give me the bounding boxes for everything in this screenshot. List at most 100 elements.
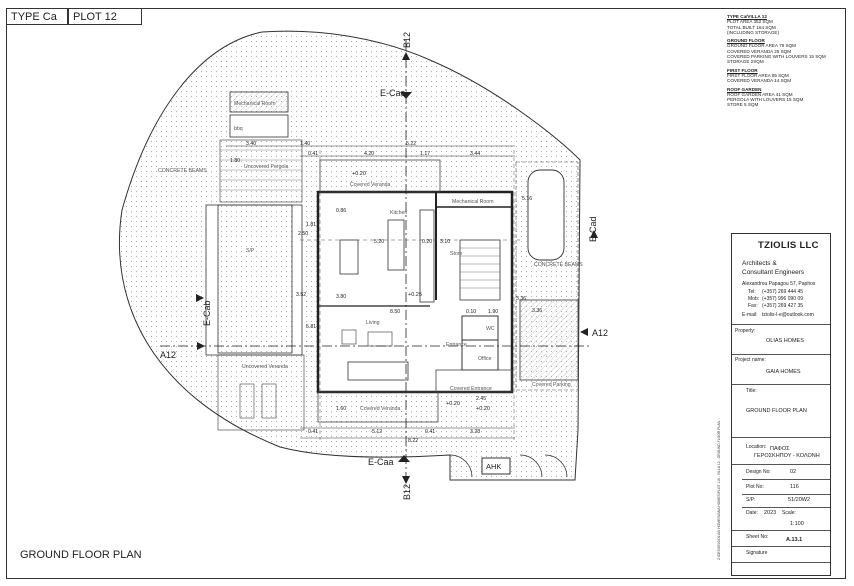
room-label: Store	[450, 251, 463, 257]
signature-label: Signature	[746, 550, 768, 556]
dimension: 1.90	[488, 309, 498, 315]
room-label: CONCRETE BEAMS	[158, 168, 207, 174]
dimension: 1.40	[300, 141, 310, 147]
room-label: Uncovered Veranda	[242, 364, 288, 370]
section-marker: A12	[160, 350, 176, 360]
location-line2: ΓΕΡΟΣΚΗΠΟΥ - ΚΟΛΟΝΗ	[754, 453, 820, 459]
room-label: Mechanical Room	[452, 199, 494, 205]
parking-zone	[515, 161, 579, 391]
pergola	[219, 139, 303, 203]
dimension: 5.20	[374, 239, 384, 245]
contact-key: Mob:	[748, 296, 760, 302]
area-summary: TYPE Ca/VILLA 12 PLOT AREA 352 SQM TOTAL…	[727, 14, 845, 108]
firm-subtitle: Consultant Engineers	[742, 269, 805, 276]
room-label: Uncovered Pergola	[244, 164, 289, 170]
contact-key: Tel:	[748, 289, 756, 295]
kitchen-counter	[419, 209, 435, 303]
scale-label: Scale:	[782, 510, 796, 516]
location-label: Location:	[746, 444, 767, 450]
dimension: 2.50	[298, 231, 308, 237]
drawing-title: GROUND FLOOR PLAN	[20, 549, 142, 561]
house-outline	[316, 190, 514, 394]
contact-value: (+357) 269 444 45	[762, 289, 804, 295]
property-value: OLIAS HOMES	[766, 338, 804, 344]
summary-line: ROOF GARDEN AREA 41 SQM	[727, 91, 793, 97]
summary-heading: GROUND FLOOR	[727, 38, 765, 44]
dimension: 3.80	[336, 294, 346, 300]
summary-line: FIRST FLOOR AREA 85 SQM	[727, 72, 789, 78]
drawing-frame	[6, 8, 846, 579]
room-label: Mechanical Room	[234, 101, 276, 107]
project-label: Project name:	[735, 357, 766, 363]
covered-veranda-top	[319, 159, 441, 193]
sofa	[347, 361, 409, 381]
section-marker: A12	[592, 328, 608, 338]
elevation-marker: E-Cab	[202, 300, 212, 326]
bbq	[229, 114, 289, 138]
dimension: 5.12	[372, 429, 382, 435]
file-path-note: Z:\DESIGNS\OLIAS HOMES\GAIA HOMES\PLOT 1…	[717, 420, 721, 560]
firm-name: TZIOLIS LLC	[758, 240, 819, 251]
dimension: 3.36	[516, 296, 526, 302]
dimension: 5.16	[522, 196, 532, 202]
ahk-label: AHK	[486, 462, 501, 471]
property-label: Property:	[735, 328, 756, 334]
elevation-marker: E-Caa	[368, 457, 394, 467]
sp-value: 51/20W2	[788, 497, 811, 503]
sheet-value: A.13.1	[786, 537, 803, 543]
dimension: 1.80	[230, 158, 240, 164]
contact-value: (+357) 996 090 09	[762, 296, 804, 302]
dimension: 3.44	[470, 151, 480, 157]
room-label: Kitchen	[390, 210, 407, 216]
kitchen-island	[387, 219, 405, 271]
summary-line: PERGOLA WITH LOUVERS 15 SQM	[727, 97, 804, 103]
contact-key: E-mail:	[742, 312, 758, 318]
date-label: Date:	[746, 510, 758, 516]
room-label: Covered Parking	[532, 382, 571, 388]
sheet-label: Sheet No:	[746, 534, 769, 540]
pool	[217, 204, 293, 354]
summary-line: (INCLUDING STORAGE)	[727, 29, 779, 35]
dimension: 3.36	[532, 308, 542, 314]
dimension: 5.22	[406, 141, 416, 147]
summary-line: STORE 5 SQM	[727, 102, 759, 108]
summary-heading: FIRST FLOOR	[727, 67, 758, 73]
dimension: 0.41	[308, 429, 318, 435]
uncovered-veranda	[217, 354, 305, 431]
staircase	[459, 239, 501, 301]
project-value: GAIA HOMES	[766, 369, 801, 375]
level-marker: +0.20	[352, 171, 366, 177]
type-label: TYPE Ca	[6, 8, 68, 25]
room-label: Entrance	[446, 342, 467, 348]
sp-label: S/P:	[746, 497, 756, 503]
dimension: 0.20	[422, 239, 432, 245]
section-marker: B12	[402, 32, 412, 48]
contact-value: (+357) 269 427 35	[762, 303, 804, 309]
dimension: 0.86	[336, 208, 346, 214]
summary-line: GROUND FLOOR AREA 79 SQM	[727, 43, 796, 49]
room-label: Covered Entrance	[450, 386, 492, 392]
summary-line: COVERED VERANDA 25 SQM	[727, 48, 792, 54]
summary-heading: ROOF GARDEN	[727, 86, 762, 92]
summary-title: TYPE Ca/VILLA 12	[727, 14, 767, 19]
room-label: Covered Veranda	[350, 182, 390, 188]
dimension: 0.41	[308, 151, 318, 157]
contact-key: Fax:	[748, 303, 758, 309]
dimension: 8.50	[390, 309, 400, 315]
dimension: 4.20	[364, 151, 374, 157]
covered-veranda-bottom	[317, 391, 439, 423]
mechanical-room-left	[229, 91, 289, 113]
design-label: Design No:	[746, 469, 771, 475]
date-value: 2023	[764, 510, 777, 516]
plot-no-value: 116	[790, 484, 799, 490]
room-label: Office	[478, 356, 492, 362]
dimension: 3.28	[470, 429, 480, 435]
dimension: 1.81	[306, 222, 316, 228]
plot-label: PLOT 12	[68, 8, 142, 25]
dimension: 3.52	[296, 292, 306, 298]
dimension: 1.17	[420, 151, 430, 157]
room-label: CONCRETE BEAMS	[534, 262, 583, 268]
summary-line: TOTAL BUILT 164 SQM	[727, 24, 776, 30]
covered-parking	[519, 299, 579, 381]
plot-no-label: Plot No:	[746, 484, 764, 490]
